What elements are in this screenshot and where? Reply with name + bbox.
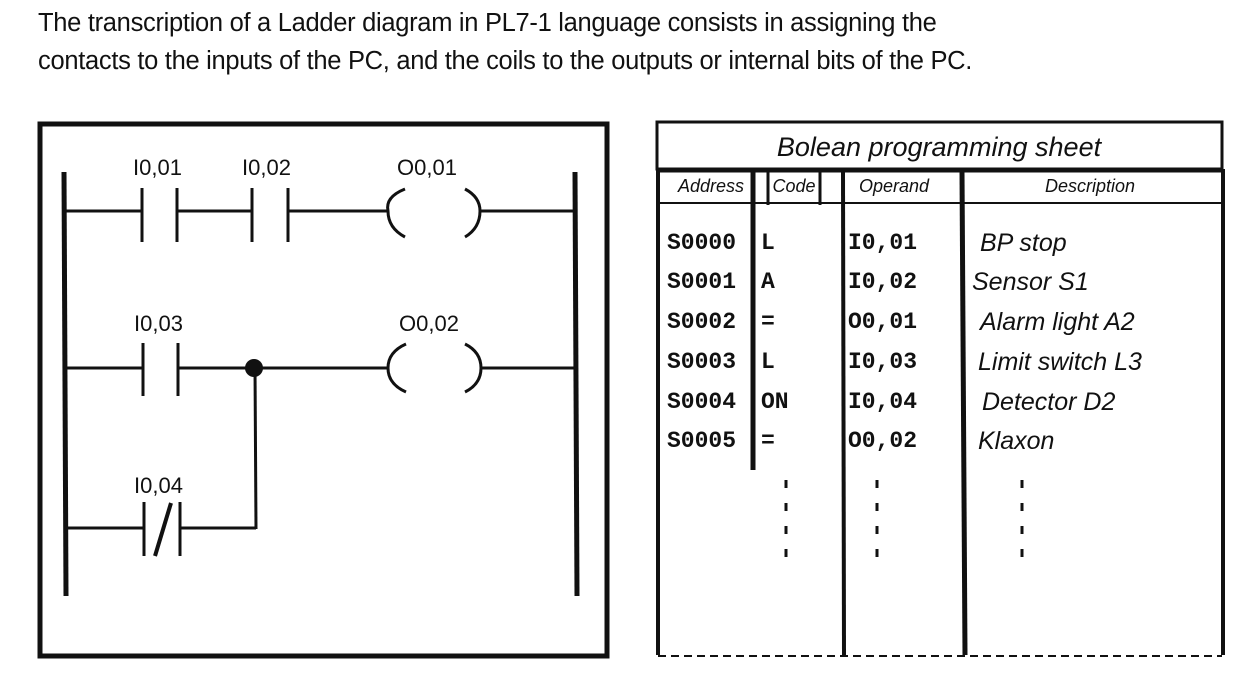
label-i001: I0,01 [133, 155, 182, 180]
continuation-dashes [784, 480, 1024, 557]
junction-dot [245, 359, 263, 377]
cell-address: S0000 [667, 230, 736, 256]
coil-o001 [386, 187, 406, 239]
cell-operand: I0,04 [848, 389, 917, 415]
label-i004: I0,04 [134, 473, 183, 498]
table-row: S0000 L I0,01 BP stop [667, 229, 1067, 257]
label-o001: O0,01 [397, 155, 457, 180]
table-row: S0001 A I0,02 Sensor S1 [667, 268, 1089, 296]
cell-address: S0005 [667, 428, 736, 454]
cell-operand: I0,01 [848, 230, 917, 256]
cell-address: S0002 [667, 309, 736, 335]
left-power-rail [61, 171, 69, 597]
cell-address: S0004 [667, 389, 736, 415]
header-operand: Operand [859, 176, 930, 196]
cell-operand: O0,01 [848, 309, 917, 335]
table-row: S0002 = O0,01 Alarm light A2 [667, 308, 1135, 336]
cell-description: BP stop [980, 229, 1067, 257]
cell-operand: I0,02 [848, 269, 917, 295]
table-row: S0003 L I0,03 Limit switch L3 [667, 348, 1142, 376]
rung-2 [65, 342, 576, 396]
cell-code: = [761, 428, 775, 454]
cell-address: S0001 [667, 269, 736, 295]
cell-code: ON [761, 389, 789, 415]
table-row: S0004 ON I0,04 Detector D2 [667, 388, 1115, 416]
cell-code: A [761, 269, 775, 295]
intro-paragraph: The transcription of a Ladder diagram in… [38, 4, 1238, 80]
cell-code: L [761, 349, 775, 375]
cell-code: = [761, 309, 775, 335]
cell-description: Klaxon [978, 427, 1054, 455]
intro-line-1: The transcription of a Ladder diagram in… [38, 9, 937, 37]
cell-description: Detector D2 [982, 388, 1115, 416]
ladder-diagram [37, 121, 610, 659]
intro-line-2: contacts to the inputs of the PC, and th… [38, 47, 973, 75]
right-power-rail [572, 171, 580, 597]
header-code: Code [772, 176, 815, 196]
cell-description: Limit switch L3 [978, 348, 1142, 376]
label-i002: I0,02 [242, 155, 291, 180]
rung-1 [65, 187, 576, 242]
header-description: Description [1045, 176, 1135, 196]
cell-description: Sensor S1 [972, 268, 1089, 296]
cell-operand: I0,03 [848, 349, 917, 375]
cell-address: S0003 [667, 349, 736, 375]
table-row: S0005 = O0,02 Klaxon [667, 427, 1054, 455]
parallel-branch [66, 367, 258, 557]
label-i003: I0,03 [134, 311, 183, 336]
programming-sheet [655, 120, 1225, 657]
header-address: Address [677, 176, 744, 196]
coil-o002 [386, 342, 407, 394]
cell-description: Alarm light A2 [978, 308, 1135, 336]
cell-code: L [761, 230, 775, 256]
sheet-title: Bolean programming sheet [777, 132, 1103, 162]
label-o002: O0,02 [399, 311, 459, 336]
cell-operand: O0,02 [848, 428, 917, 454]
sheet-rows: S0000 L I0,01 BP stop S0001 A I0,02 Sens… [667, 229, 1142, 455]
ladder-frame [37, 121, 610, 659]
